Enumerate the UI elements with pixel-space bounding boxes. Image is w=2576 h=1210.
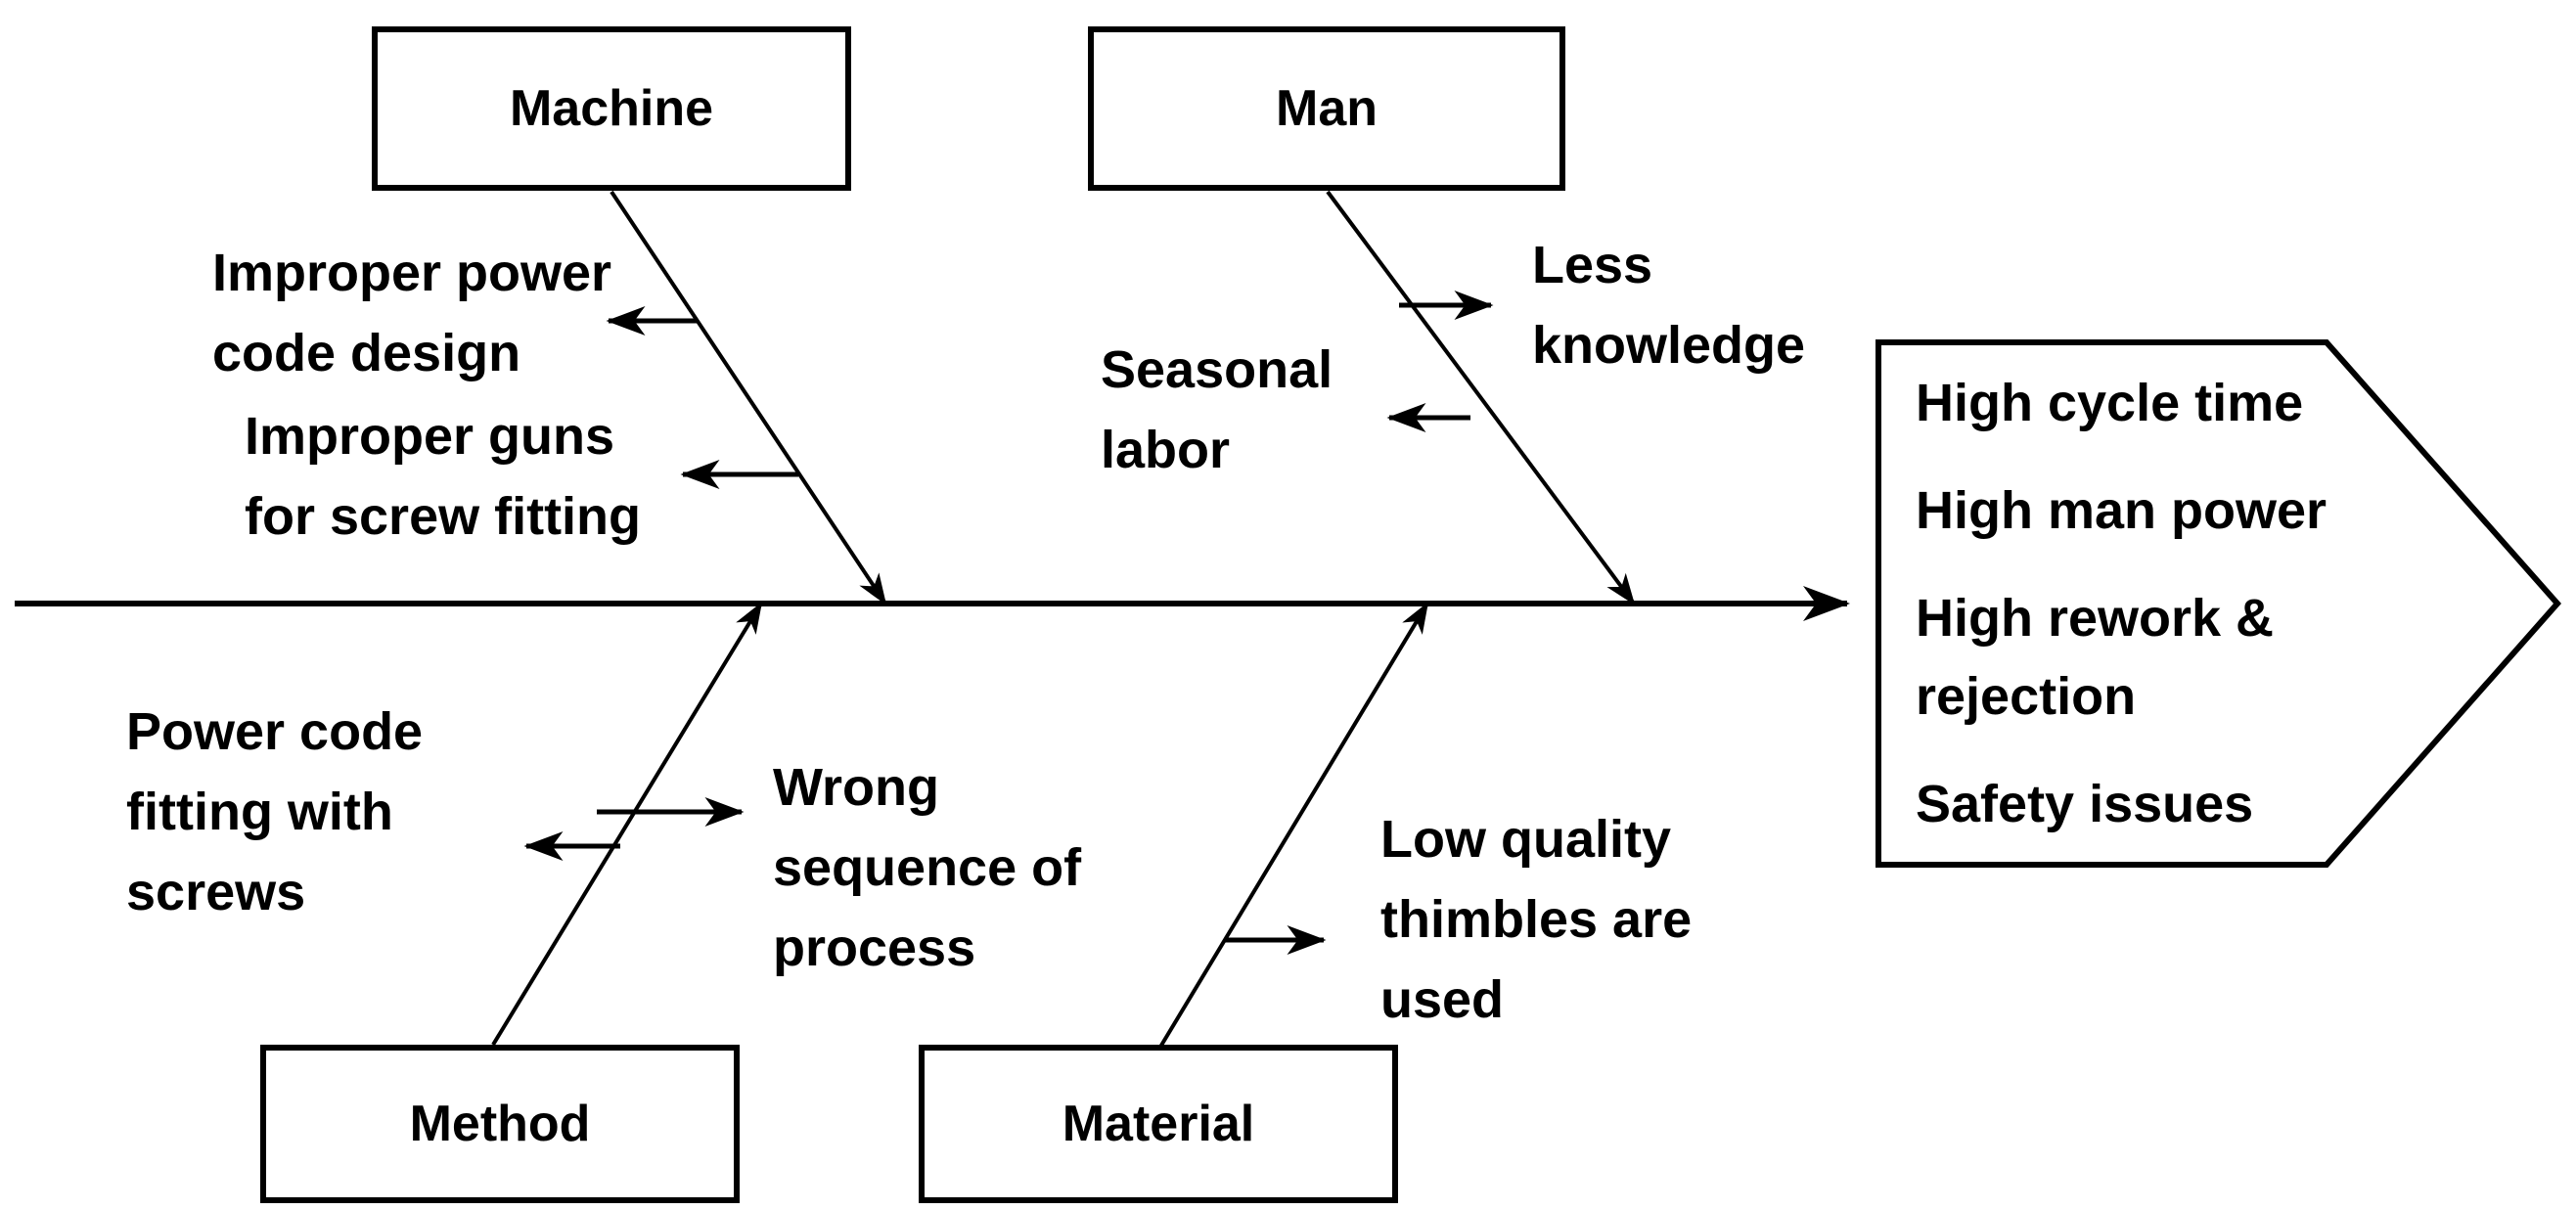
category-box-method: Method <box>260 1045 740 1203</box>
material-branch-line <box>1157 602 1429 1051</box>
cause-line: Wrong <box>773 758 939 817</box>
cause-line: Improper power <box>212 244 612 302</box>
effect-pentagon <box>1876 339 2562 868</box>
cause-line: code design <box>212 324 521 382</box>
category-label-method: Method <box>409 1096 591 1152</box>
cause-line: for screw fitting <box>245 487 642 546</box>
category-label-material: Material <box>1062 1096 1255 1152</box>
cause-method-2: Wrong sequence of process <box>773 747 1081 988</box>
cause-line: labor <box>1101 421 1231 479</box>
effect-line: High man power <box>1916 481 2327 540</box>
cause-line: Power code <box>126 702 424 761</box>
cause-line: sequence of <box>773 838 1082 897</box>
cause-line: process <box>773 919 976 977</box>
cause-line: screws <box>126 863 306 921</box>
cause-line: Seasonal <box>1101 340 1333 399</box>
effect-item: High man power <box>1916 471 2346 550</box>
cause-line: used <box>1380 970 1505 1029</box>
category-box-machine: Machine <box>372 26 851 191</box>
cause-machine-2: Improper guns for screw fitting <box>245 396 641 557</box>
cause-material-1: Low quality thimbles are used <box>1380 799 1692 1040</box>
effect-line: High rework & <box>1916 589 2275 648</box>
man-branch-line <box>1326 190 1636 605</box>
effect-item: High cycle time <box>1916 364 2346 442</box>
cause-line: knowledge <box>1532 316 1806 375</box>
cause-line: Low quality <box>1380 810 1671 869</box>
cause-man-2: Seasonal labor <box>1101 330 1333 490</box>
category-box-man: Man <box>1088 26 1565 191</box>
effect-line: rejection <box>1916 667 2137 726</box>
cause-line: Less <box>1532 236 1653 294</box>
cause-line: thimbles are <box>1380 890 1693 949</box>
effect-line: High cycle time <box>1916 374 2304 432</box>
category-label-machine: Machine <box>509 80 714 137</box>
cause-man-1: Less knowledge <box>1532 225 1805 385</box>
category-label-man: Man <box>1276 80 1378 137</box>
cause-line: fitting with <box>126 783 393 841</box>
cause-line: Improper guns <box>245 407 615 466</box>
effect-line: Safety issues <box>1916 775 2254 833</box>
machine-branch-line <box>610 190 887 605</box>
cause-machine-1: Improper power code design <box>212 233 611 393</box>
cause-method-1: Power code fitting with screws <box>126 692 423 932</box>
method-branch-line <box>491 602 763 1047</box>
effect-item: Safety issues <box>1916 765 2346 843</box>
effect-item: High rework & rejection <box>1916 579 2346 736</box>
category-box-material: Material <box>919 1045 1398 1203</box>
effect-box-text: High cycle time High man power High rewo… <box>1916 364 2346 843</box>
